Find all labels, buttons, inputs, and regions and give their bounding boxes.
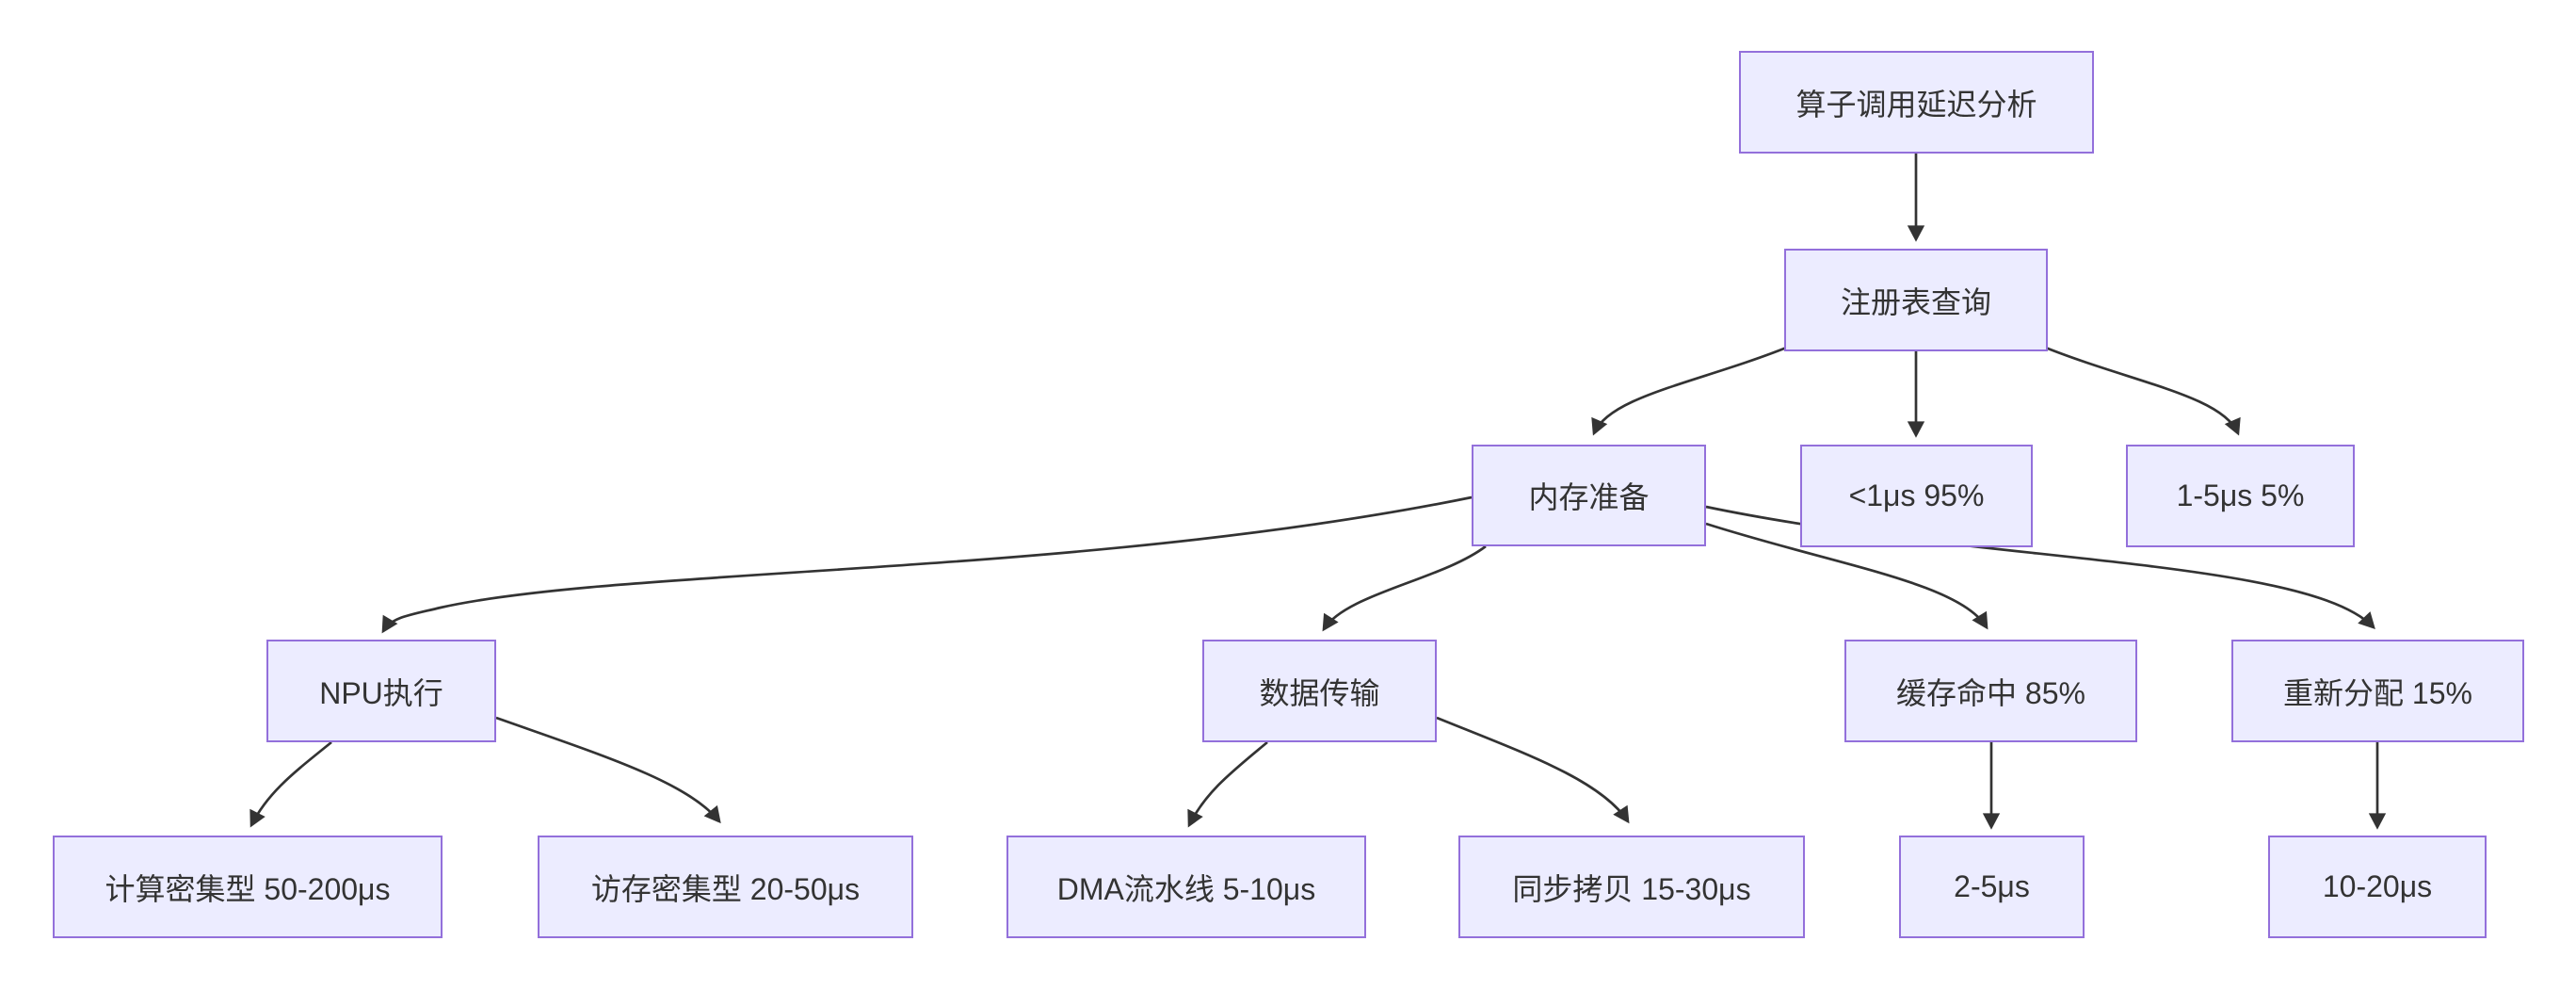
node-cachehit: 缓存命中 85% — [1844, 640, 2137, 742]
node-c25: 2-5μs — [1899, 836, 2085, 938]
node-root: 算子调用延迟分析 — [1739, 51, 2094, 154]
node-compute: 计算密集型 50-200μs — [53, 836, 443, 938]
node-realloc: 重新分配 15% — [2231, 640, 2524, 742]
node-transfer: 数据传输 — [1202, 640, 1437, 742]
node-memory: 内存准备 — [1472, 445, 1706, 546]
edge-memory-to-cachehit — [1705, 522, 1988, 630]
node-synccopy: 同步拷贝 15-30μs — [1458, 836, 1805, 938]
node-dma: DMA流水线 5-10μs — [1006, 836, 1366, 938]
edge-registry-to-us15 — [2042, 345, 2241, 436]
node-lt1us: <1μs 95% — [1800, 445, 2033, 547]
node-npu: NPU执行 — [266, 640, 496, 742]
node-us15: 1-5μs 5% — [2126, 445, 2355, 547]
edge-transfer-to-synccopy — [1436, 716, 1630, 824]
edge-memory-to-npu — [381, 495, 1473, 634]
edge-npu-to-compute — [250, 740, 332, 828]
node-membound: 访存密集型 20-50μs — [538, 836, 913, 938]
edge-registry-to-memory — [1591, 345, 1790, 436]
node-registry: 注册表查询 — [1784, 249, 2048, 351]
edge-transfer-to-dma — [1187, 740, 1268, 828]
edge-npu-to-membound — [495, 716, 721, 824]
edge-memory-to-transfer — [1322, 544, 1487, 632]
node-c1020: 10-20μs — [2268, 836, 2487, 938]
